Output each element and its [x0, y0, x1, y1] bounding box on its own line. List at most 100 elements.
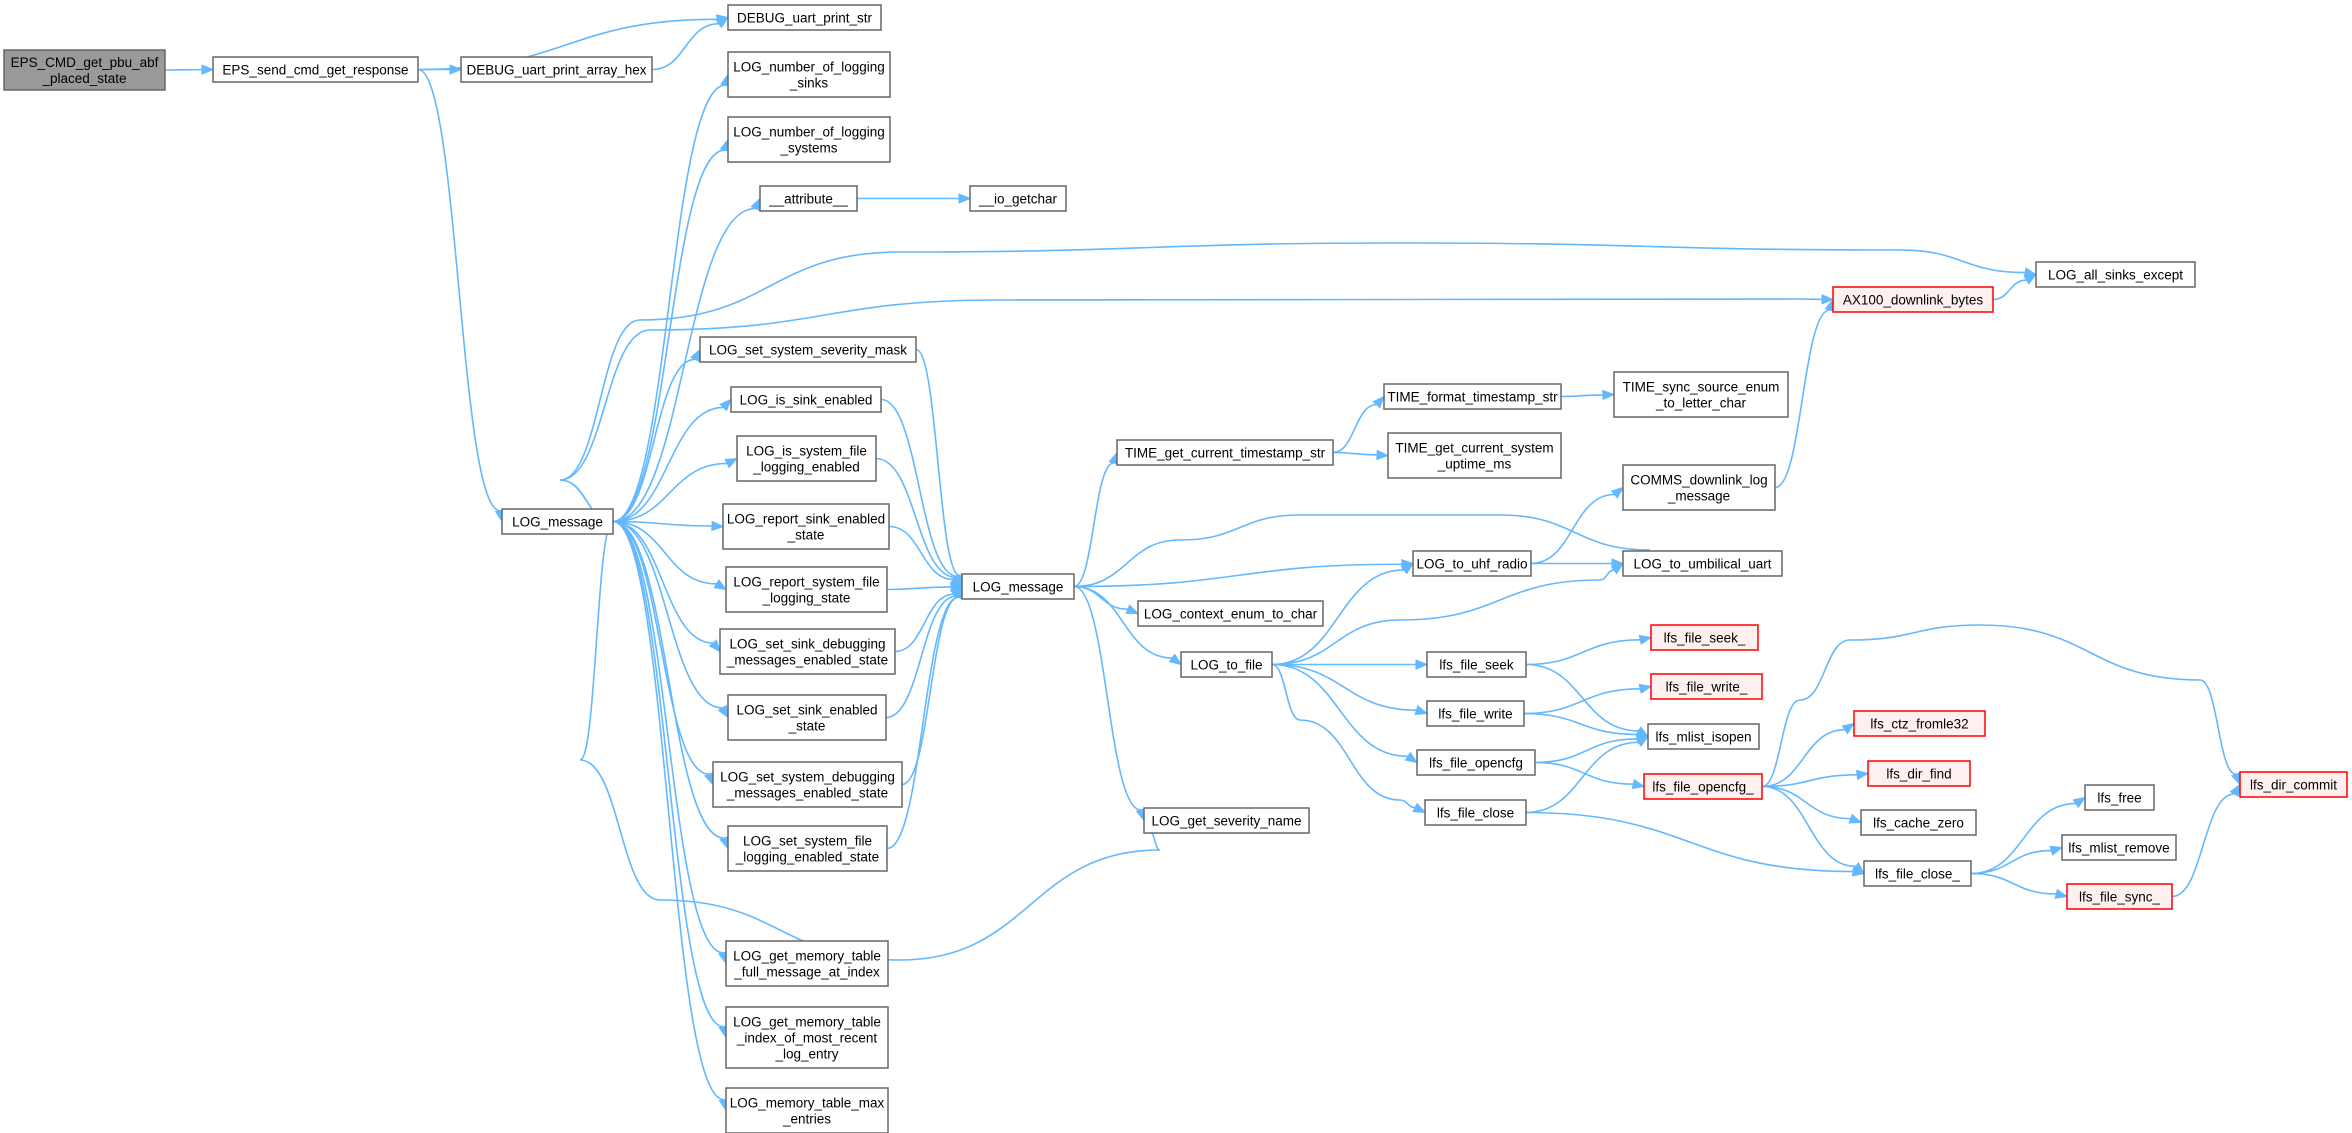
call-edges — [164, 14, 2241, 1112]
edge-line — [1523, 712, 1638, 736]
node-time-uptime[interactable]: TIME_get_current_system_uptime_ms — [1387, 432, 1562, 479]
node-box — [727, 4, 882, 31]
edge-set-sys-file-to-log-message-b — [886, 585, 964, 850]
node-log-message-b[interactable]: LOG_message — [961, 573, 1075, 600]
node-mem-full[interactable]: LOG_get_memory_table_full_message_at_ind… — [725, 940, 889, 987]
node-set-sink-enabled[interactable]: LOG_set_sink_enabled_state — [727, 694, 887, 741]
edge-line — [1560, 394, 1604, 398]
node-time-cur[interactable]: TIME_get_current_timestamp_str — [1116, 439, 1334, 466]
edge-line — [1970, 849, 2052, 875]
node-file-write-[interactable]: lfs_file_write_ — [1650, 673, 1763, 700]
node-label: TIME_sync_source_enum — [1623, 380, 1780, 395]
node-to-umb[interactable]: LOG_to_umbilical_uart — [1622, 550, 1783, 577]
node-file-close-[interactable]: lfs_file_close_ — [1863, 860, 1972, 887]
node-label: lfs_cache_zero — [1873, 816, 1964, 831]
node-report-sink[interactable]: LOG_report_sink_enabled_state — [722, 503, 890, 550]
node-set-sys-dbg[interactable]: LOG_set_system_debugging_messages_enable… — [712, 761, 903, 808]
edge-arrowhead — [724, 457, 739, 469]
edge-file-close-to-mlist-isopen — [1525, 735, 1650, 814]
node-label: lfs_file_opencfg_ — [1652, 780, 1754, 795]
edge-file-opencfg-to-file-opencfg- — [1534, 761, 1646, 790]
edge-log-message-a-to-mem-full — [612, 520, 729, 965]
node-file-seek-[interactable]: lfs_file_seek_ — [1650, 624, 1759, 651]
node-attribute[interactable]: __attribute__ — [759, 185, 858, 212]
edge-arrowhead — [2072, 796, 2087, 809]
node-time-sync[interactable]: TIME_sync_source_enum_to_letter_char — [1613, 371, 1789, 418]
node-box — [1416, 749, 1536, 776]
edge-line — [612, 406, 724, 523]
node-label: _logging_enabled_state — [735, 850, 879, 865]
node-dir-commit[interactable]: lfs_dir_commit — [2239, 771, 2348, 798]
node-label: _logging_enabled — [752, 460, 860, 475]
node-is-sink-enabled[interactable]: LOG_is_sink_enabled — [730, 386, 882, 413]
node-ax100[interactable]: AX100_downlink_bytes — [1832, 286, 1994, 313]
node-label: lfs_file_write — [1438, 707, 1512, 722]
edge-arrowhead — [713, 579, 728, 591]
node-set-sev-mask[interactable]: LOG_set_system_severity_mask — [699, 336, 917, 363]
edge-log-message-a-to-is-sys-file — [612, 457, 739, 523]
edge-log-message-a-to-log-num-sinks — [612, 73, 731, 523]
node-label: _state — [788, 719, 826, 734]
node-severity-name[interactable]: LOG_get_severity_name — [1143, 807, 1310, 834]
node-label: EPS_CMD_get_pbu_abf — [11, 55, 159, 70]
node-file-write[interactable]: lfs_file_write — [1426, 700, 1525, 727]
edge-eps-send-to-dbg-hex — [418, 64, 463, 75]
edge-file-opencfg-to-mlist-isopen — [1534, 733, 1650, 764]
node-file-close[interactable]: lfs_file_close — [1424, 799, 1527, 826]
node-box — [1622, 550, 1783, 577]
node-box — [699, 336, 917, 363]
node-box — [725, 1087, 889, 1133]
node-log-num-systems[interactable]: LOG_number_of_logging_systems — [727, 116, 891, 163]
node-label: _index_of_most_recent — [736, 1031, 878, 1046]
node-log-message-a[interactable]: LOG_message — [501, 508, 614, 535]
node-label: _to_letter_char — [1655, 396, 1747, 411]
edge-file-opencfg--to-dir-commit — [1761, 624, 2241, 788]
node-mlist-remove[interactable]: lfs_mlist_remove — [2061, 834, 2177, 861]
node-set-sys-file[interactable]: LOG_set_system_file_logging_enabled_stat… — [727, 825, 888, 872]
node-box — [736, 435, 877, 482]
node-label: lfs_free — [2097, 791, 2141, 806]
node-ctz[interactable]: lfs_ctz_fromle32 — [1853, 710, 1986, 737]
node-is-sys-file[interactable]: LOG_is_system_file_logging_enabled — [736, 435, 877, 482]
node-label: TIME_format_timestamp_str — [1387, 390, 1558, 405]
edge-ax100-to-all-sinks — [1992, 273, 2038, 301]
node-mem-recent[interactable]: LOG_get_memory_table_index_of_most_recen… — [725, 1006, 889, 1069]
node-time-fmt[interactable]: TIME_format_timestamp_str — [1383, 383, 1562, 410]
node-dbg-str[interactable]: DEBUG_uart_print_str — [727, 4, 882, 31]
node-cache-zero[interactable]: lfs_cache_zero — [1860, 809, 1977, 836]
node-ctx-enum[interactable]: LOG_context_enum_to_char — [1137, 600, 1324, 627]
node-file-seek[interactable]: lfs_file_seek — [1426, 651, 1527, 678]
node-set-sink-dbg[interactable]: LOG_set_sink_debugging_messages_enabled_… — [719, 628, 896, 675]
node-to-uhf[interactable]: LOG_to_uhf_radio — [1412, 550, 1532, 577]
node-file-opencfg-[interactable]: lfs_file_opencfg_ — [1643, 773, 1763, 800]
node-file-sync-[interactable]: lfs_file_sync_ — [2066, 883, 2173, 910]
node-lfs-free[interactable]: lfs_free — [2084, 784, 2155, 811]
edge-log-message-a-to-set-sink-dbg — [612, 520, 721, 653]
edge-arrowhead — [711, 520, 725, 532]
node-report-sys-file[interactable]: LOG_report_system_file_logging_state — [725, 566, 888, 613]
edge-to-file-to-file-write — [1271, 663, 1429, 716]
node-box — [1143, 807, 1310, 834]
node-io-getchar[interactable]: __io_getchar — [969, 185, 1067, 212]
edge-line — [612, 84, 726, 523]
edge-line — [417, 68, 501, 512]
node-label: EPS_send_cmd_get_response — [222, 63, 408, 78]
node-label: lfs_ctz_fromle32 — [1870, 717, 1968, 732]
edge-report-sys-file-to-log-message-b — [886, 581, 964, 593]
node-log-num-sinks[interactable]: LOG_number_of_logging_sinks — [727, 51, 891, 98]
edge-line — [1073, 585, 1142, 811]
node-dbg-hex[interactable]: DEBUG_uart_print_array_hex — [460, 56, 653, 83]
node-box — [712, 761, 903, 808]
node-eps-cmd[interactable]: EPS_CMD_get_pbu_abf_placed_state — [3, 49, 166, 91]
node-file-opencfg[interactable]: lfs_file_opencfg — [1416, 749, 1536, 776]
edge-arrowhead — [1610, 486, 1625, 499]
node-to-file[interactable]: LOG_to_file — [1180, 651, 1273, 678]
node-eps-send[interactable]: EPS_send_cmd_get_response — [212, 56, 419, 83]
node-mlist-isopen[interactable]: lfs_mlist_isopen — [1647, 723, 1760, 750]
node-dir-find[interactable]: lfs_dir_find — [1867, 760, 1971, 787]
edge-arrowhead — [1376, 449, 1390, 461]
node-comms-dl[interactable]: COMMS_downlink_log_message — [1622, 464, 1776, 511]
node-all-sinks[interactable]: LOG_all_sinks_except — [2035, 261, 2196, 288]
edge-line — [1534, 738, 1638, 764]
node-mem-max[interactable]: LOG_memory_table_max_entries — [725, 1087, 889, 1133]
